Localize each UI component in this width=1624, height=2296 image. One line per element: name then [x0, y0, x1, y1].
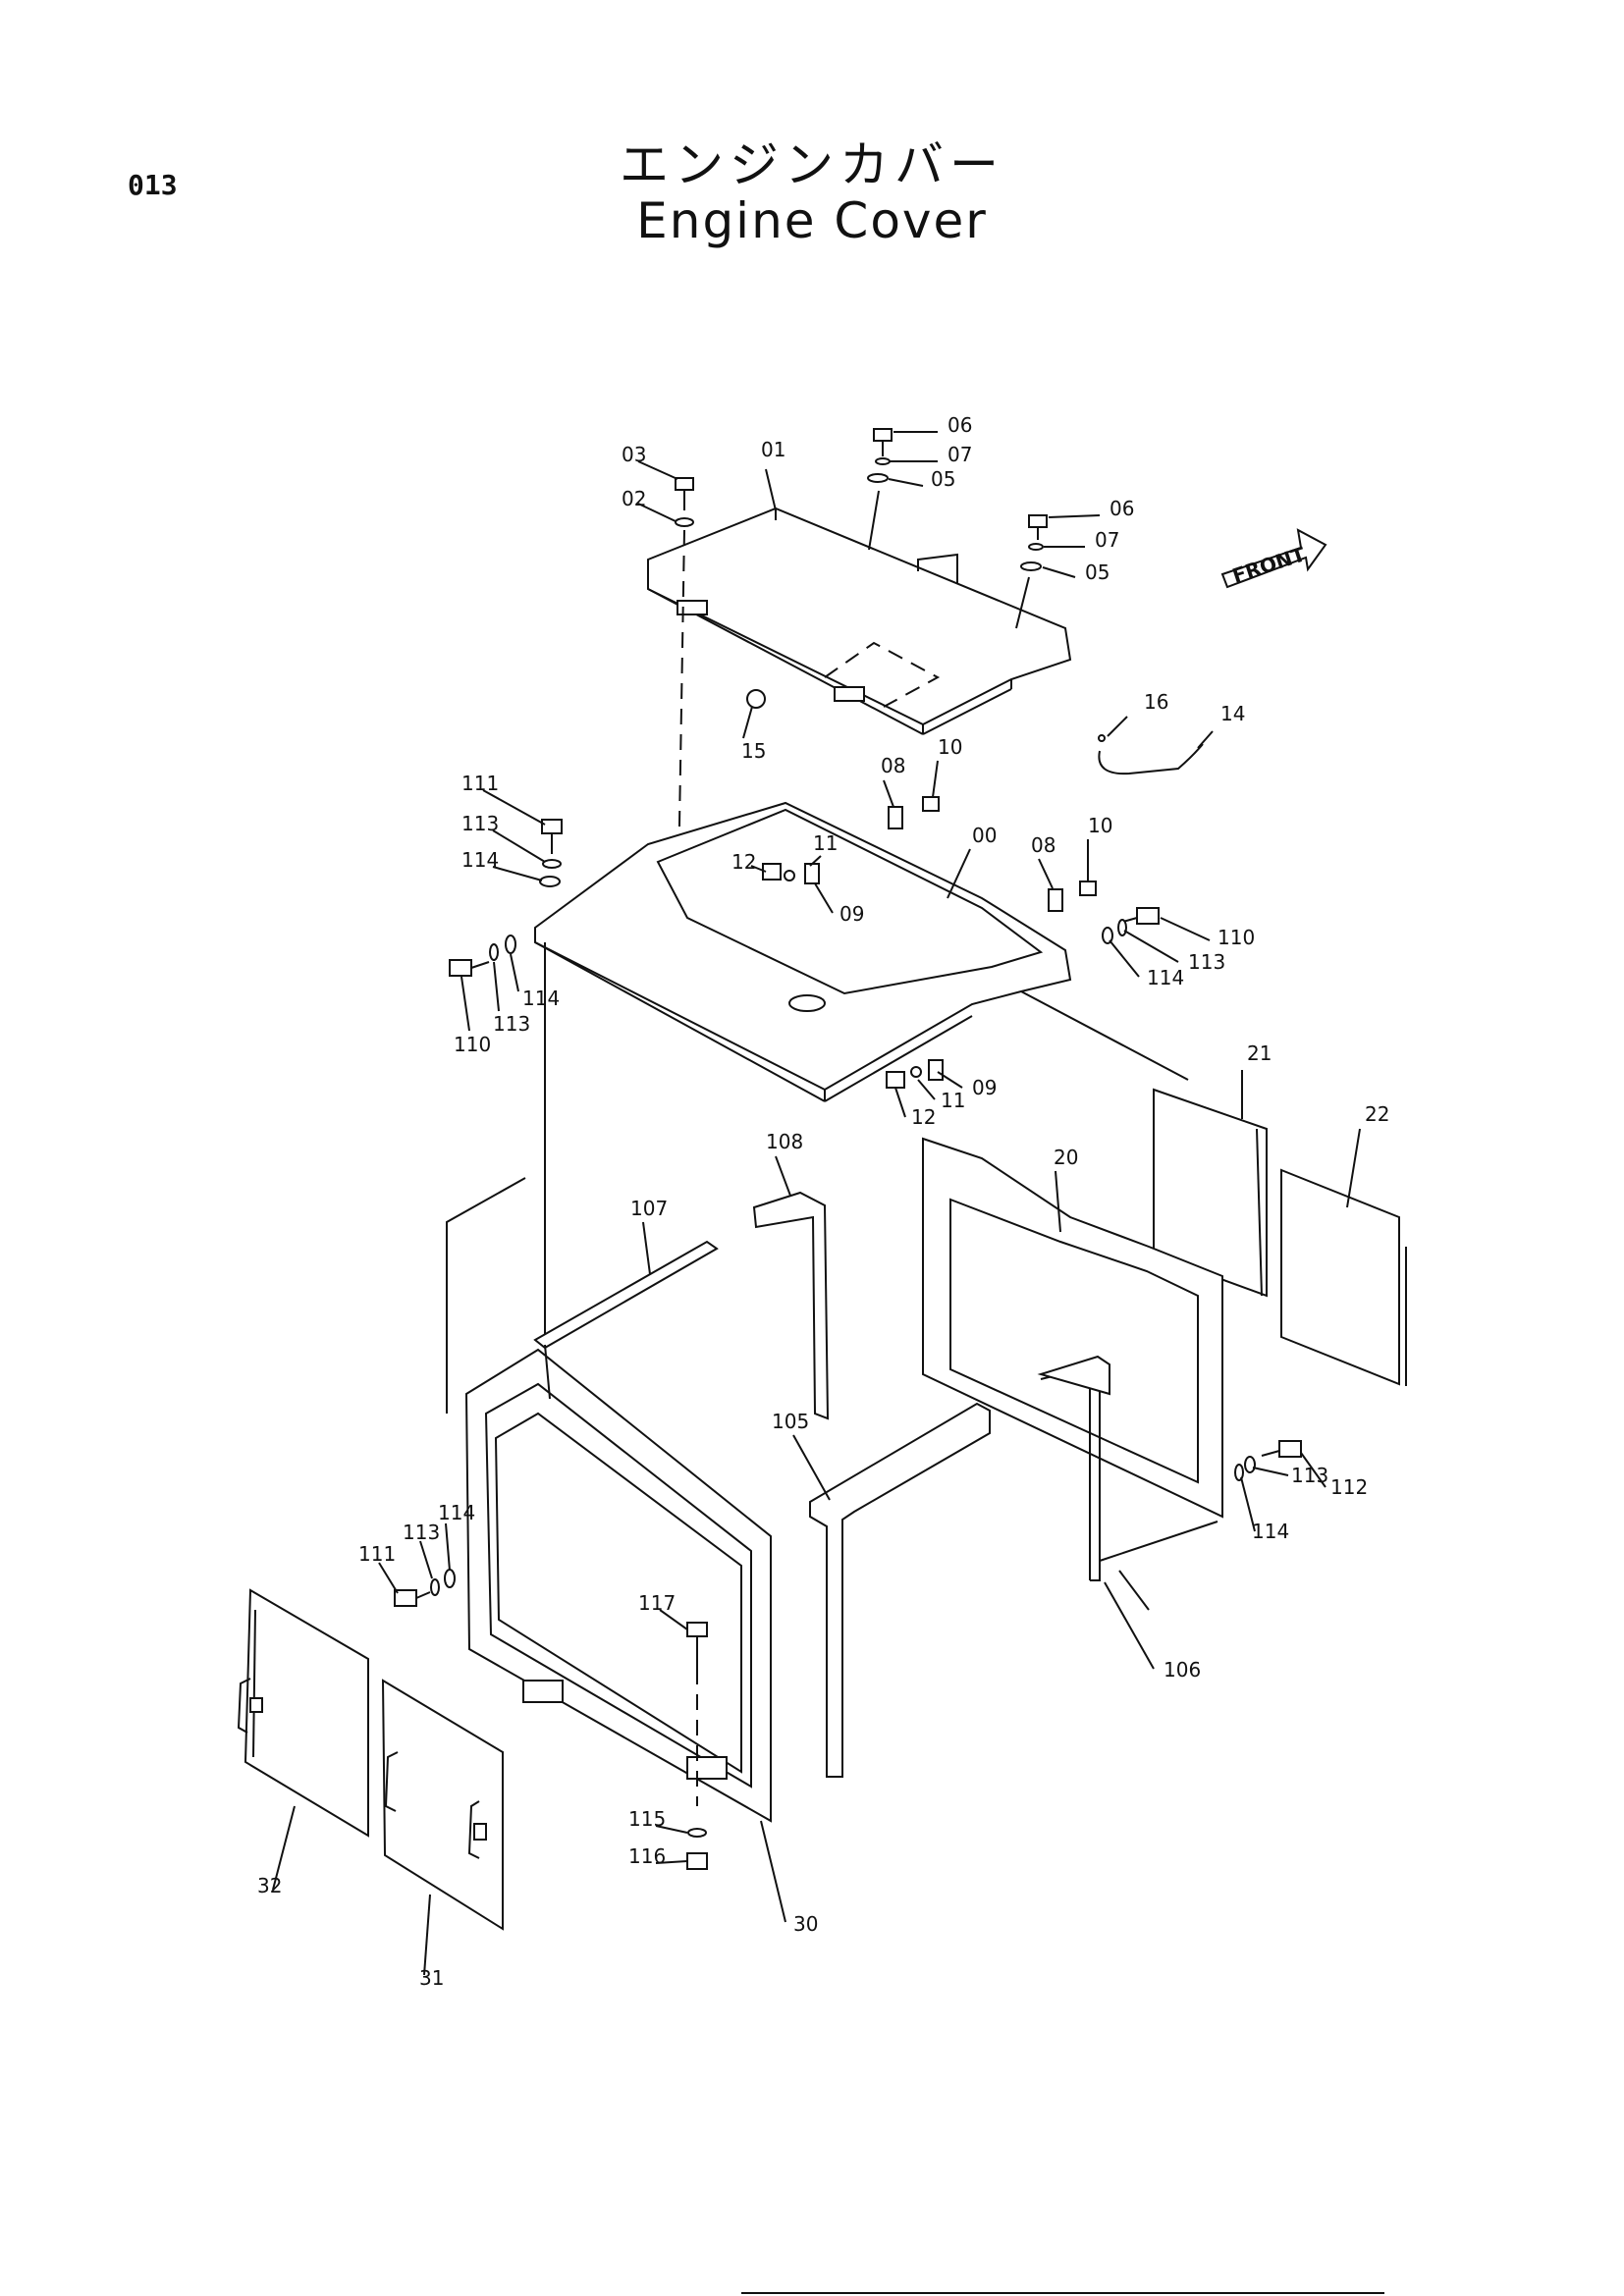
part-label-114e: 114 [438, 1501, 475, 1524]
part-label-113e: 113 [403, 1521, 440, 1544]
part-label-112: 112 [1330, 1475, 1368, 1499]
part-label-15: 15 [741, 739, 766, 763]
bolt-06a [867, 428, 893, 483]
part-label-08a: 08 [881, 754, 905, 777]
bolt-03 [675, 477, 694, 527]
bolt-set-117 [655, 1609, 708, 1870]
part-label-20: 20 [1054, 1146, 1078, 1169]
bolt-set-110-right [1102, 907, 1160, 944]
part-label-114c: 114 [522, 987, 560, 1010]
page-title-english: Engine Cover [636, 192, 988, 249]
side-panel-21 [1153, 1070, 1268, 1298]
front-frame-30 [464, 1344, 786, 1923]
side-panel-22 [1280, 1128, 1407, 1386]
bolt-06b [1020, 514, 1048, 571]
part-label-32: 32 [257, 1874, 282, 1897]
part-label-08b: 08 [1031, 833, 1056, 857]
part-label-12a: 12 [731, 850, 756, 874]
part-label-14: 14 [1220, 702, 1245, 725]
ring-15 [746, 689, 766, 709]
part-label-110a: 110 [1218, 926, 1255, 949]
bracket-106 [1037, 1355, 1155, 1670]
part-label-00: 00 [972, 824, 997, 847]
support-rod-14 [1098, 734, 1204, 775]
strip-107 [533, 1221, 719, 1350]
part-label-09a: 09 [839, 902, 864, 926]
part-label-05b: 05 [1085, 561, 1110, 584]
main-frame-00 [534, 801, 1189, 1102]
part-label-105: 105 [772, 1410, 809, 1433]
part-label-114d: 114 [1252, 1520, 1289, 1543]
part-label-114b: 114 [1147, 966, 1184, 989]
part-label-113b: 113 [1188, 950, 1225, 974]
part-label-30: 30 [793, 1912, 818, 1936]
part-label-22: 22 [1365, 1102, 1389, 1126]
post-105 [792, 1402, 991, 1778]
part-label-31: 31 [419, 1966, 444, 1990]
part-label-11b: 11 [941, 1089, 965, 1112]
part-label-113d: 113 [1291, 1464, 1328, 1487]
part-label-107: 107 [630, 1197, 668, 1220]
part-label-113c: 113 [493, 1012, 530, 1036]
part-label-09b: 09 [972, 1076, 997, 1099]
front-marker-label: FRONT [1229, 542, 1308, 588]
part-label-115: 115 [628, 1807, 666, 1831]
clips-hardware [762, 796, 1097, 1089]
part-label-10b: 10 [1088, 814, 1112, 837]
part-label-10a: 10 [938, 735, 962, 759]
part-label-07b: 07 [1095, 528, 1119, 552]
part-label-01: 01 [761, 438, 785, 461]
door-32 [237, 1588, 369, 1891]
bolt-set-110-left [449, 934, 516, 977]
door-31 [381, 1679, 504, 1976]
part-label-111a: 111 [461, 772, 499, 795]
part-label-116: 116 [628, 1844, 666, 1868]
bolt-set-112 [1234, 1440, 1326, 1532]
part-label-111b: 111 [358, 1542, 396, 1566]
part-label-106: 106 [1164, 1658, 1201, 1682]
bracket-108 [752, 1155, 830, 1420]
part-label-114a: 114 [461, 848, 499, 872]
part-label-108: 108 [766, 1130, 803, 1153]
part-label-07a: 07 [947, 443, 972, 466]
part-label-06b: 06 [1110, 497, 1134, 520]
part-label-16: 16 [1144, 690, 1168, 714]
part-label-11a: 11 [813, 831, 838, 855]
part-label-06a: 06 [947, 413, 972, 437]
part-label-03: 03 [622, 443, 646, 466]
part-label-05a: 05 [931, 467, 955, 491]
part-label-12b: 12 [911, 1105, 936, 1129]
part-label-21: 21 [1247, 1041, 1272, 1065]
page-number: 013 [128, 169, 178, 201]
part-label-117: 117 [638, 1591, 676, 1615]
bolt-set-111-top [539, 819, 563, 887]
page-title-japanese: エンジンカバー [620, 136, 1004, 193]
bolt-set-111-lower [378, 1522, 456, 1607]
part-label-02: 02 [622, 487, 646, 510]
part-label-113a: 113 [461, 812, 499, 835]
hood-panel-01 [647, 507, 1072, 735]
leader-lines-mid [446, 760, 1211, 1414]
part-label-110b: 110 [454, 1033, 491, 1056]
front-arrow-icon: FRONT [1220, 528, 1327, 589]
